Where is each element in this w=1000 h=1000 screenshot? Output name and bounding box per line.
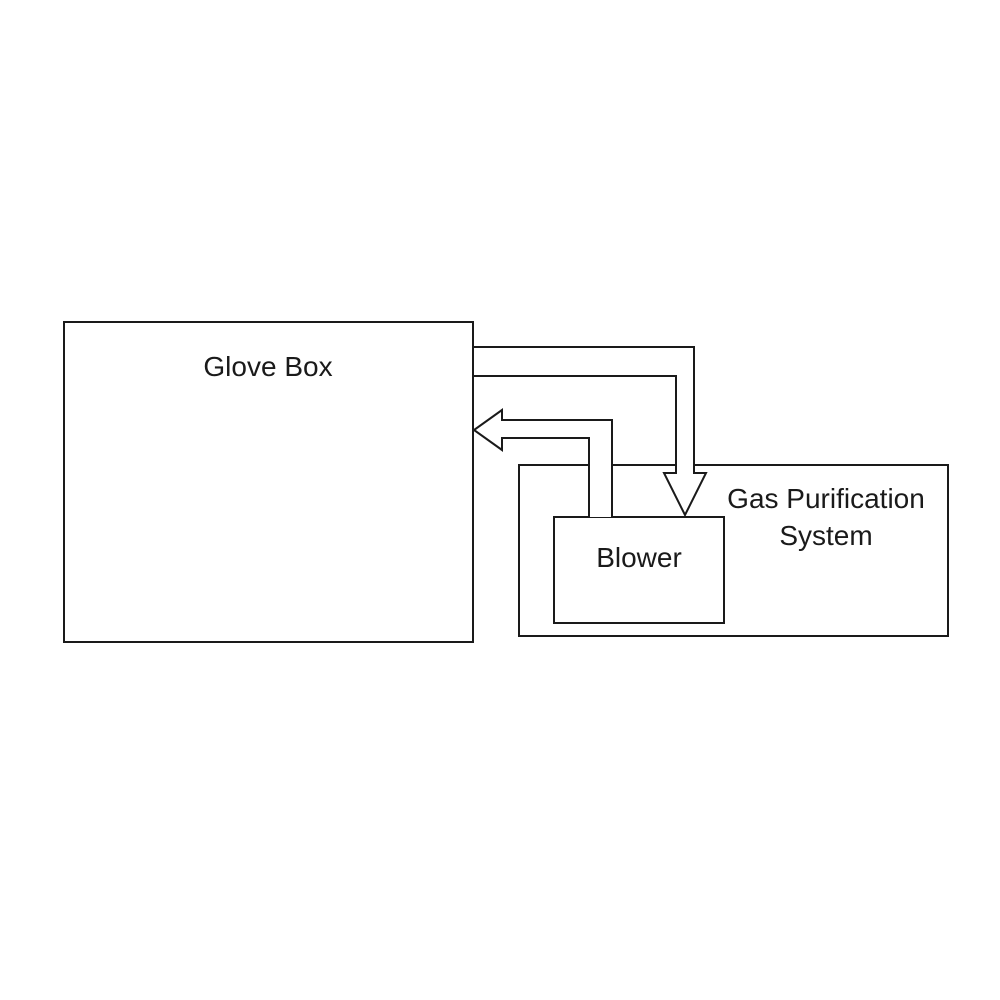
gas-purification-label-line2: System (779, 520, 872, 551)
glove-box (63, 321, 474, 643)
return-pipe-arrow (473, 346, 708, 518)
gas-purification-label-line1: Gas Purification (727, 483, 925, 514)
blower-label: Blower (596, 542, 682, 573)
glove-box-label: Glove Box (203, 351, 332, 382)
blower-box (553, 516, 725, 624)
